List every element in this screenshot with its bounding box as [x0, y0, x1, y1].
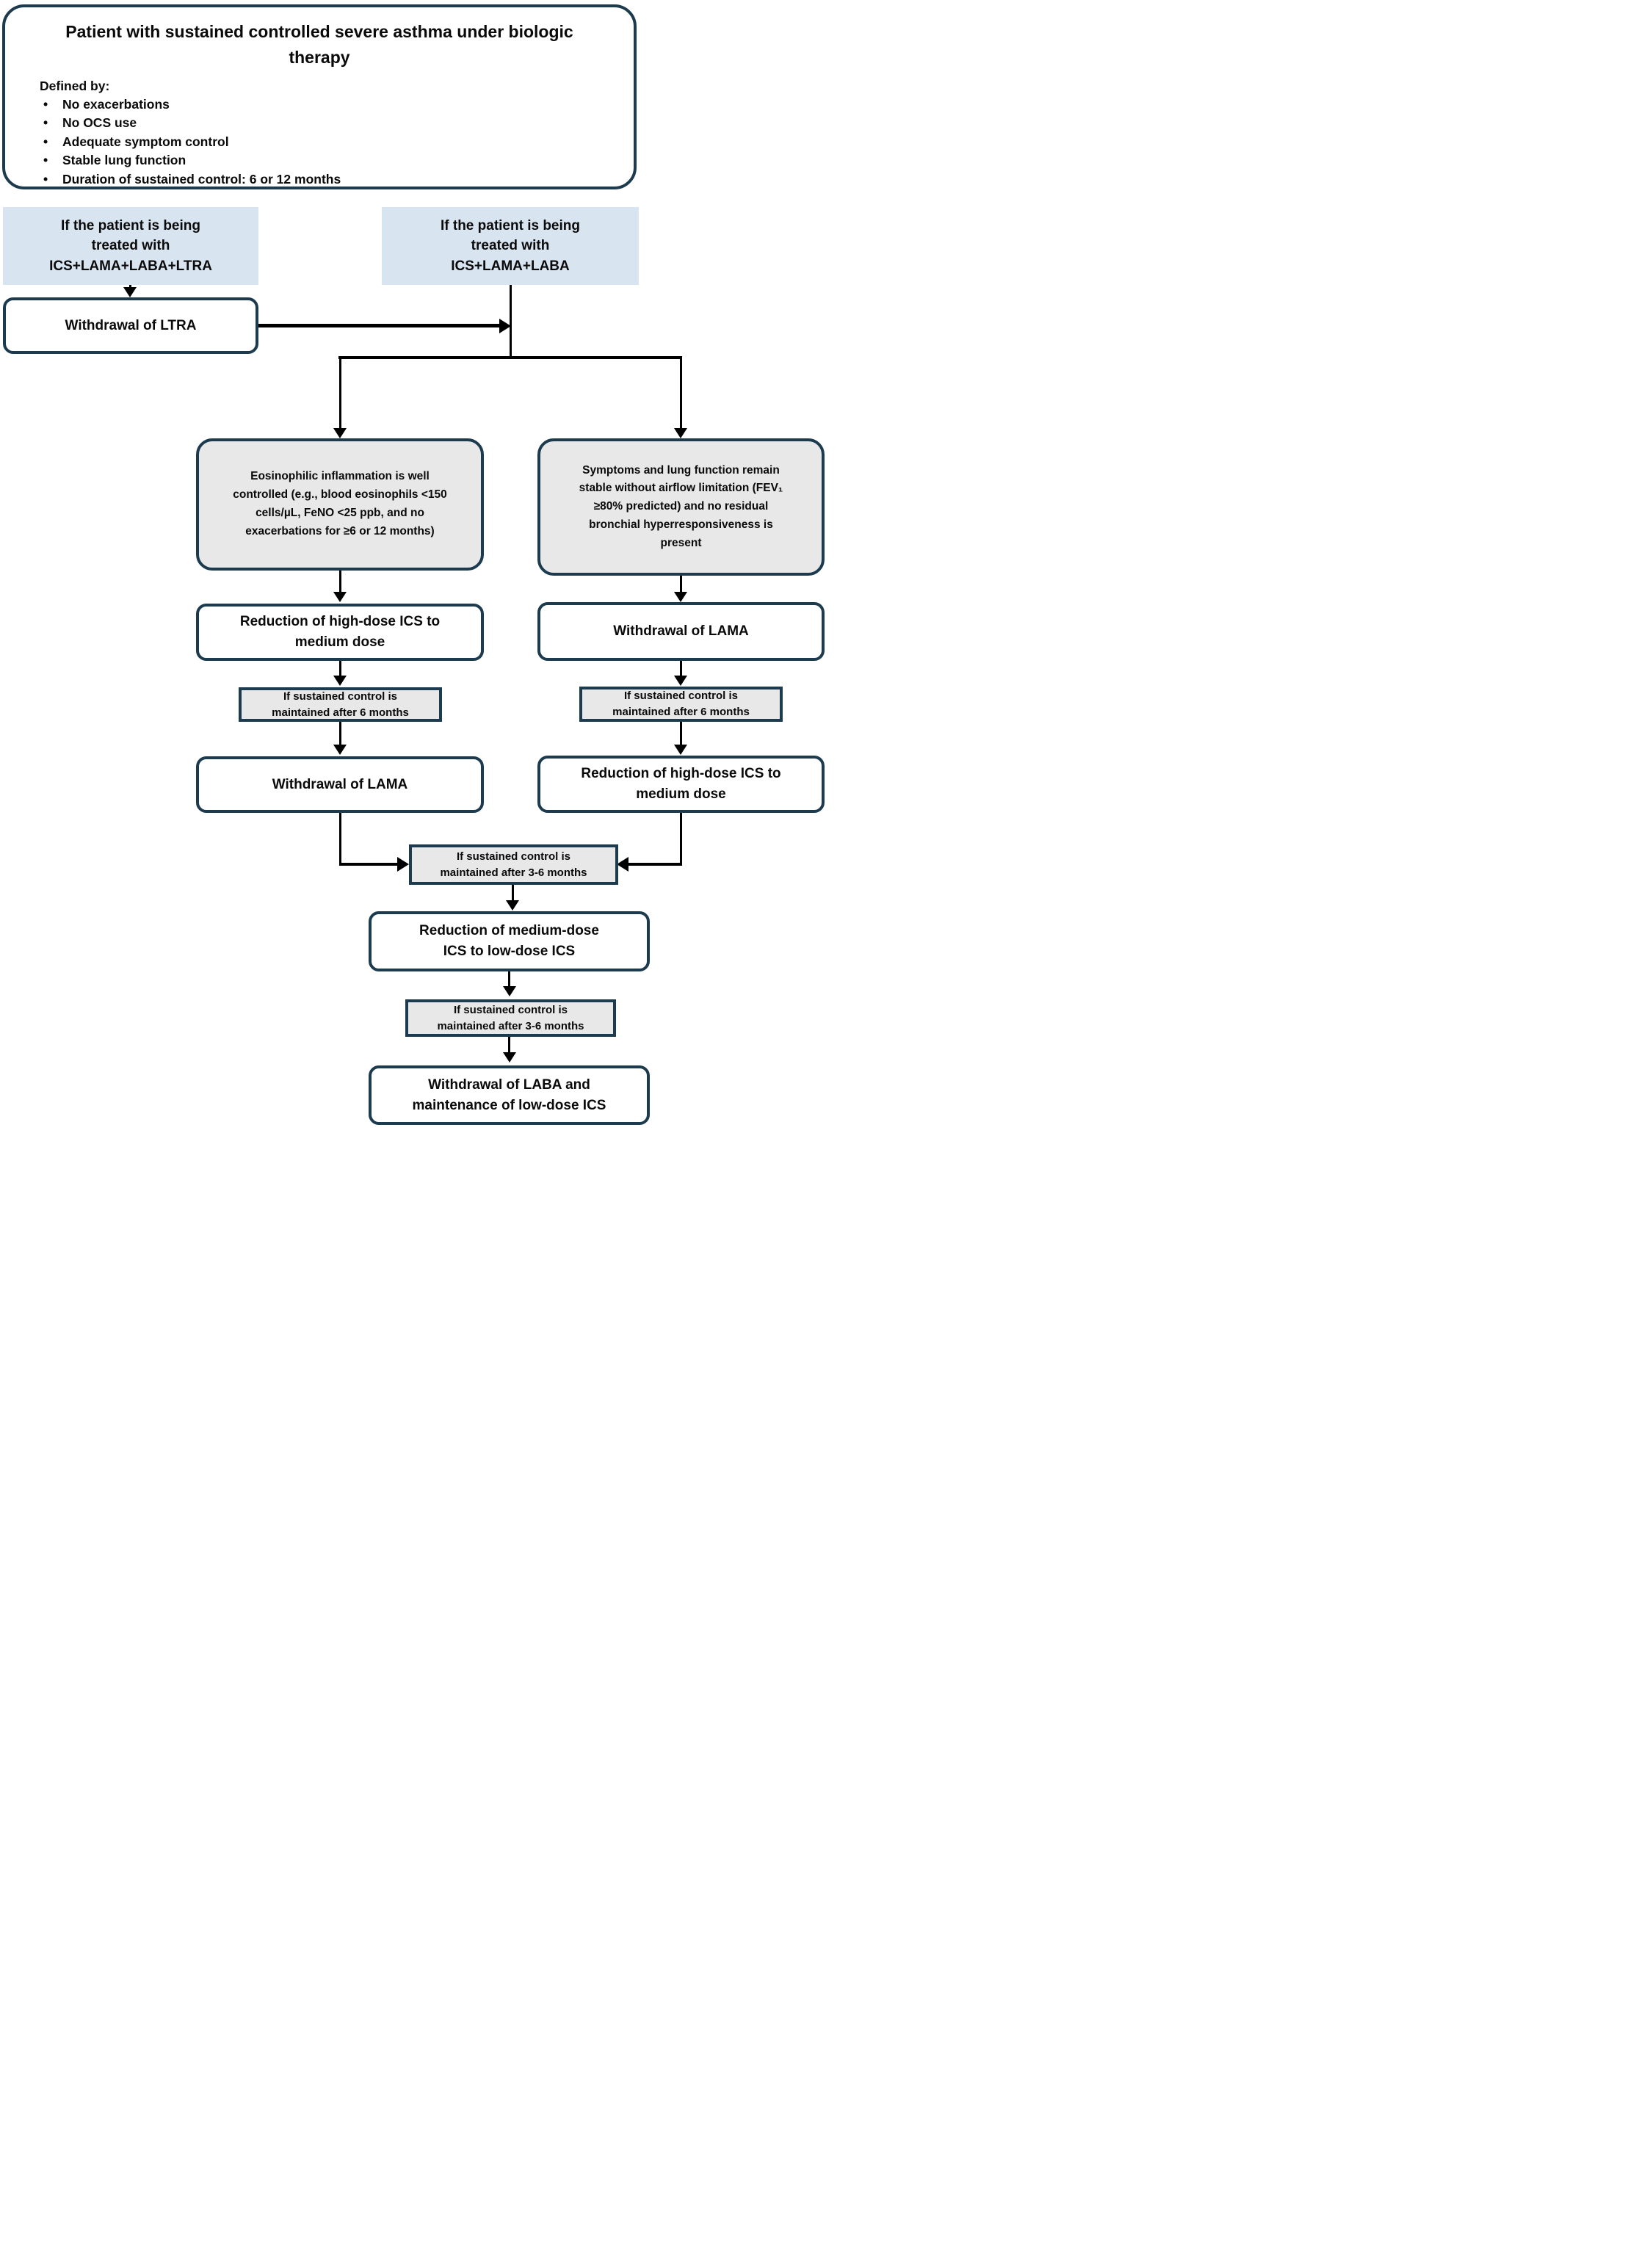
connector-left-horiz-merge — [338, 863, 399, 866]
arrowhead-down-gate2 — [502, 986, 516, 996]
arrowhead-down-left-gate6 — [333, 676, 347, 686]
bullet-item: Adequate symptom control — [43, 133, 634, 152]
step-reduce-highdose-ics-left: Reduction of high-dose ICS to medium dos… — [196, 604, 484, 661]
bullet-text: No OCS use — [62, 115, 137, 131]
arrowhead-down-eosinophil — [333, 428, 347, 438]
arrowhead-down-ltra — [123, 287, 137, 297]
step-withdrawal-ltra: Withdrawal of LTRA — [3, 297, 258, 354]
flowchart-title: Patient with sustained controlled severe… — [65, 22, 573, 67]
bullet-item: No OCS use — [43, 114, 634, 133]
bullet-text: Adequate symptom control — [62, 134, 229, 149]
arrowhead-right-merge — [397, 857, 409, 872]
step-withdrawal-lama-right: Withdrawal of LAMA — [537, 602, 825, 661]
connector-right-down-merge — [679, 813, 682, 866]
criteria-symptoms-lung-function: Symptoms and lung function remain stable… — [537, 438, 825, 576]
condition-ics-lama-laba-ltra: If the patient is being treated with ICS… — [3, 207, 258, 285]
defined-by-label: Defined by: — [40, 79, 110, 93]
gate-sustained-6-months-left: If sustained control is maintained after… — [239, 687, 442, 722]
patient-definition-box: Patient with sustained controlled severe… — [2, 4, 637, 189]
connector-right-step2 — [679, 722, 682, 745]
arrowhead-down-symptoms — [674, 428, 687, 438]
connector-drop-left — [338, 356, 341, 430]
bullet-text: Duration of sustained control: 6 or 12 m… — [62, 171, 341, 187]
connector-left-gate6 — [338, 661, 341, 677]
bullet-item: Stable lung function — [43, 151, 634, 170]
arrowhead-down-right-step2 — [674, 745, 687, 755]
connector-left-down-merge — [338, 813, 341, 866]
arrowhead-down-final — [502, 1052, 516, 1063]
bullet-text: No exacerbations — [62, 97, 170, 112]
bullet-item: Duration of sustained control: 6 or 12 m… — [43, 170, 634, 189]
arrowhead-down-right-step1 — [674, 592, 687, 602]
flowchart-canvas: Patient with sustained controlled severe… — [0, 0, 826, 1128]
gate-sustained-3-6-months-first: If sustained control is maintained after… — [409, 844, 618, 885]
connector-left-step2 — [338, 722, 341, 745]
criteria-eosinophilic-inflammation: Eosinophilic inflammation is well contro… — [196, 438, 484, 571]
bullet-item: No exacerbations — [43, 95, 634, 115]
arrowhead-down-left-step2 — [333, 745, 347, 755]
connector-eos-step1 — [338, 571, 341, 593]
connector-sym-step1 — [679, 576, 682, 593]
step-reduce-mediumdose-ics: Reduction of medium-dose ICS to low-dose… — [369, 911, 650, 971]
connector-reduce-gate2 — [508, 971, 510, 987]
arrowhead-down-left-step1 — [333, 592, 347, 602]
connector-split-bar — [338, 356, 682, 359]
definition-bullet-list: No exacerbations No OCS use Adequate sym… — [5, 95, 634, 189]
condition-ics-lama-laba: If the patient is being treated with ICS… — [382, 207, 639, 285]
connector-right-horiz-merge — [628, 863, 681, 866]
step-withdrawal-lama-left: Withdrawal of LAMA — [196, 756, 484, 813]
step-reduce-highdose-ics-right: Reduction of high-dose ICS to medium dos… — [537, 756, 825, 813]
connector-right-gate6 — [679, 661, 682, 677]
arrowhead-left-merge — [617, 857, 628, 872]
gate-sustained-3-6-months-second: If sustained control is maintained after… — [405, 999, 616, 1037]
step-withdrawal-laba-maintenance: Withdrawal of LABA and maintenance of lo… — [369, 1065, 650, 1125]
bullet-text: Stable lung function — [62, 153, 186, 168]
connector-drop-right — [679, 356, 682, 430]
arrowhead-down-reduce-medium — [506, 900, 519, 911]
arrowhead-down-right-gate6 — [674, 676, 687, 686]
connector-merge-reduce — [511, 885, 514, 901]
connector-gate2-final — [508, 1037, 510, 1053]
connector-ltra-merge — [258, 324, 501, 327]
gate-sustained-6-months-right: If sustained control is maintained after… — [579, 687, 783, 722]
arrowhead-right-mainline — [499, 318, 511, 333]
